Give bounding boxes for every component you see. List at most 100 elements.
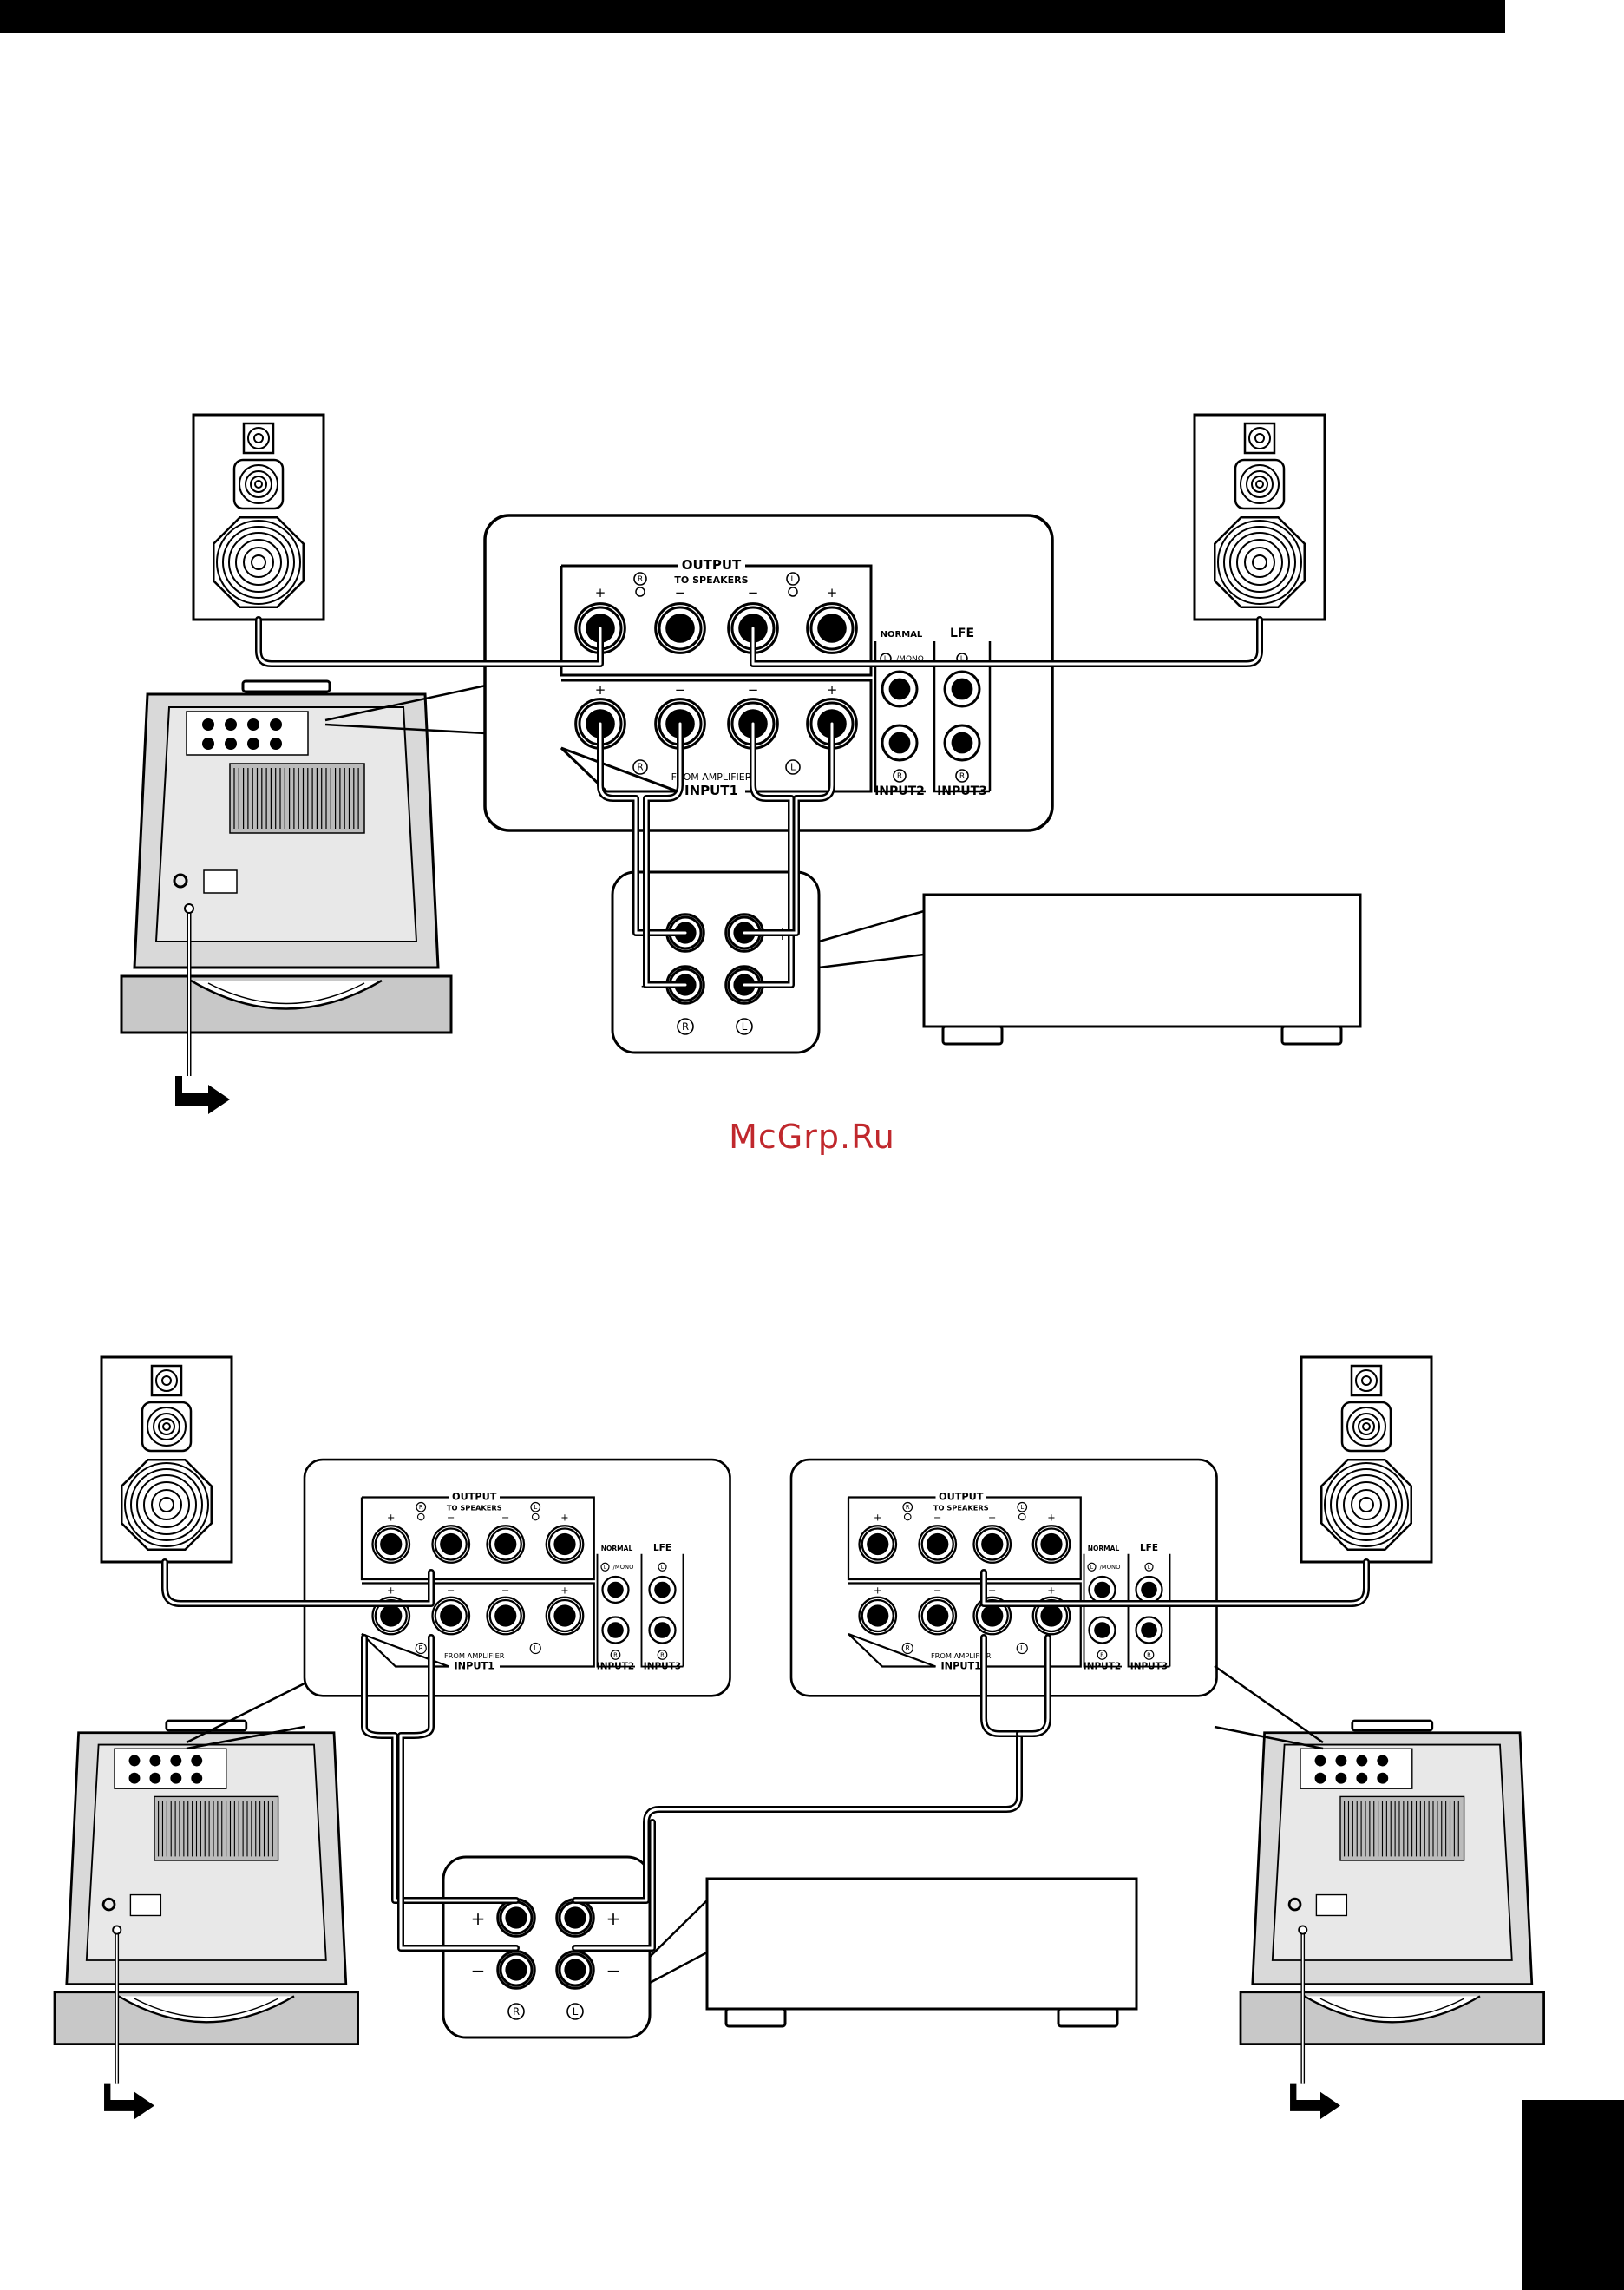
input3-r-ring xyxy=(657,1650,668,1660)
output-r: R xyxy=(638,575,644,584)
front-speaker-right-2 xyxy=(1300,1355,1433,1564)
output-r: R xyxy=(906,1504,910,1511)
front-speaker-left-2 xyxy=(100,1355,233,1564)
wire-speaker-left-core xyxy=(257,618,602,666)
subwoofer-right xyxy=(1239,1719,1545,2120)
input2-frame xyxy=(1083,1553,1122,1668)
output-r-ring xyxy=(416,1501,427,1512)
input2-r: R xyxy=(897,772,903,781)
wire-amp-l-minus-core xyxy=(743,722,793,987)
woofer-ring xyxy=(235,539,282,586)
woofer-ring xyxy=(243,547,274,578)
sub-post xyxy=(247,718,259,731)
output-l-led xyxy=(531,1512,540,1521)
wire-speaker-right-core xyxy=(751,618,1261,666)
output-post-2-cap xyxy=(494,1532,517,1556)
input3-r-ring xyxy=(955,769,969,783)
sub-cord-socket xyxy=(184,903,194,914)
amp-label-l-ring xyxy=(736,1018,753,1035)
amplifier xyxy=(922,893,1362,1046)
midrange-ring xyxy=(245,470,272,498)
input2-r: R xyxy=(1100,1651,1104,1658)
input-post-1-cap xyxy=(440,1604,462,1627)
midrange-ring xyxy=(147,1407,187,1447)
sub-port xyxy=(190,979,383,1010)
sub-post xyxy=(170,1772,182,1784)
midrange-ring xyxy=(1362,1422,1371,1431)
sub-post xyxy=(128,1755,141,1767)
tweeter-dome xyxy=(1254,433,1265,443)
output-post-0-cap xyxy=(380,1532,403,1556)
tweeter-cone xyxy=(155,1369,178,1392)
input2-r-ring xyxy=(893,769,907,783)
output-post-1-cap xyxy=(665,614,695,643)
woofer-ring xyxy=(1217,520,1302,605)
output-sign-0: + xyxy=(874,1512,881,1524)
amp-label-r-ring xyxy=(677,1018,694,1035)
input2-r: R xyxy=(613,1651,618,1658)
sub-post xyxy=(1377,1772,1389,1784)
woofer-ring xyxy=(1351,1489,1382,1520)
input2-jack-r-center xyxy=(1094,1622,1110,1638)
input3-label: INPUT3 xyxy=(937,784,987,798)
input-sign-3: + xyxy=(827,682,838,698)
output-sign-3: + xyxy=(560,1512,568,1524)
output-l-ring xyxy=(1017,1501,1028,1512)
lfe-label: LFE xyxy=(950,627,974,640)
input2-l-ring xyxy=(1087,1562,1097,1572)
input3-l: L xyxy=(1148,1565,1151,1571)
sub-port xyxy=(118,1995,295,2024)
sub-post xyxy=(1356,1772,1368,1784)
input3-jack-l-center xyxy=(1141,1581,1157,1598)
input2-label: INPUT2 xyxy=(874,784,925,798)
input-sign-0: + xyxy=(595,682,606,698)
amp-label-r: R xyxy=(682,1020,689,1033)
woofer-ring xyxy=(1343,1481,1390,1528)
woofer-ring xyxy=(251,554,266,570)
input-r: R xyxy=(906,1644,911,1652)
output-post-0-cap xyxy=(867,1532,889,1556)
input3-r: R xyxy=(660,1651,665,1658)
mono-label: /MONO xyxy=(896,655,924,664)
sub-voltage-selector xyxy=(1315,1893,1348,1917)
amplifier-2 xyxy=(705,1877,1138,2028)
input3-jack-r-center xyxy=(654,1622,671,1638)
from-amplifier-label: FROM AMPLIFIER xyxy=(671,771,752,783)
tweeter-cone xyxy=(1355,1369,1378,1392)
wire-amp-r-minus-core xyxy=(645,722,687,987)
output-l-ring xyxy=(786,572,800,586)
tweeter-cone xyxy=(247,427,270,449)
sub-port-inner xyxy=(207,982,365,1005)
woofer-ring xyxy=(136,1474,197,1535)
sub-top-handle xyxy=(165,1719,248,1732)
input-r-ring xyxy=(415,1642,427,1655)
normal-label: NORMAL xyxy=(601,1545,633,1552)
input1-frame xyxy=(848,1582,1082,1668)
woofer-ring xyxy=(222,526,295,599)
output-frame xyxy=(847,1496,1082,1581)
input-post-2-cap xyxy=(494,1604,517,1627)
input-r: R xyxy=(637,763,643,773)
input2-frame xyxy=(874,641,926,793)
input-post-1-cap xyxy=(927,1604,949,1627)
sub-post xyxy=(149,1772,161,1784)
input3-frame xyxy=(1127,1553,1171,1668)
output-post-3-cap xyxy=(817,614,847,643)
sub-post xyxy=(1314,1772,1326,1784)
sub-port xyxy=(1304,1995,1481,2024)
sub-post xyxy=(191,1755,203,1767)
normal-label: NORMAL xyxy=(881,630,923,640)
midrange-ring xyxy=(1255,480,1264,489)
woofer-ring xyxy=(1324,1462,1409,1547)
input-l: L xyxy=(790,763,796,773)
input3-l-ring xyxy=(1144,1562,1154,1572)
amp-2-callout-ray xyxy=(649,1900,708,1985)
sub-power-switch xyxy=(173,873,188,889)
tweeter-cone xyxy=(1248,427,1271,449)
wire-2-amp-l-minus-core xyxy=(573,1821,654,1950)
input3-label: INPUT3 xyxy=(644,1662,681,1672)
sub-cord-socket xyxy=(112,1925,122,1935)
input3-l-ring xyxy=(658,1562,667,1572)
